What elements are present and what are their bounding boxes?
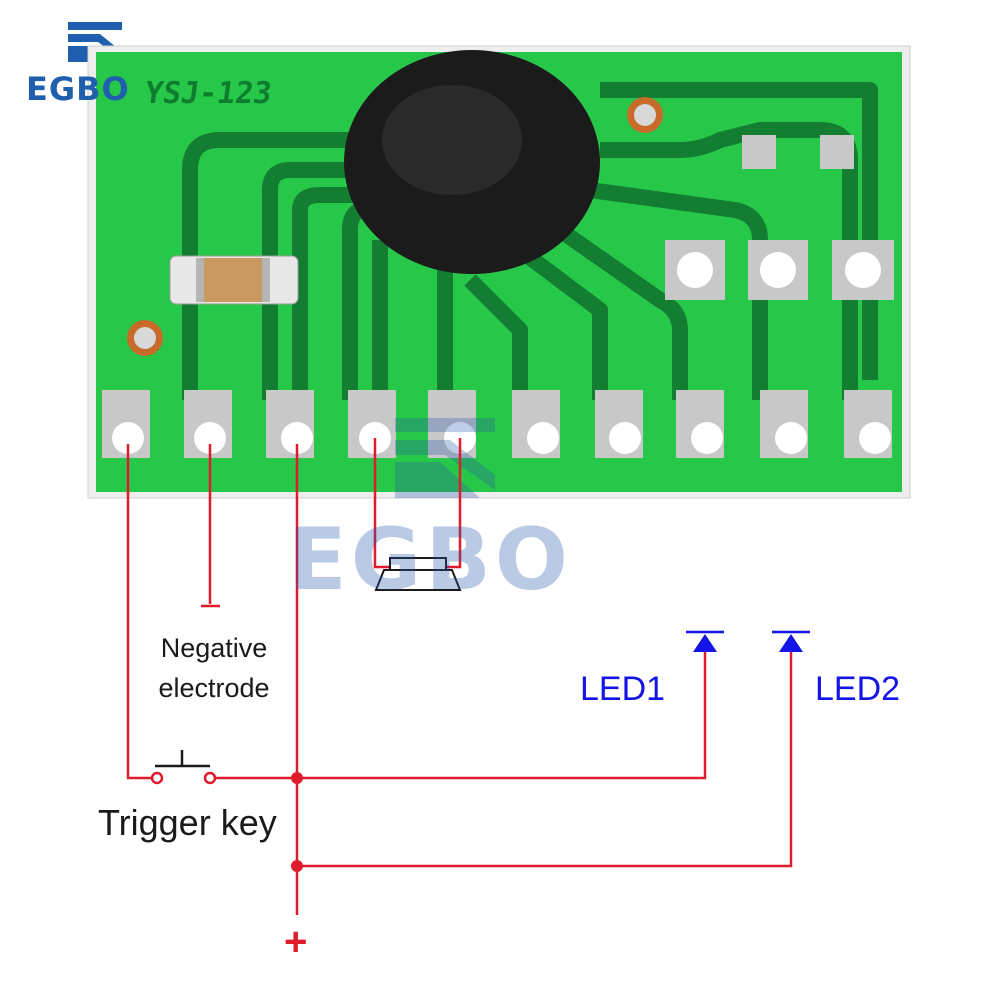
pcb-board xyxy=(87,45,911,499)
led1-label: LED1 xyxy=(580,670,666,708)
led2-label: LED2 xyxy=(815,670,901,708)
through-hole-pads xyxy=(127,97,894,356)
negative-electrode-label: Negative electrode xyxy=(150,628,278,708)
trigger-key-switch-icon xyxy=(150,750,217,785)
board-model-marking: YSJ-123 xyxy=(142,76,274,111)
led1-diode-icon xyxy=(686,630,724,652)
logo-text: EGBO xyxy=(26,70,130,108)
watermark-logo-text: EGBO xyxy=(288,510,572,610)
negative-label-line2: electrode xyxy=(158,673,270,703)
edge-pads xyxy=(102,390,892,458)
speaker-icon xyxy=(374,557,462,591)
junction-dot xyxy=(291,772,303,784)
trigger-key-label: Trigger key xyxy=(98,802,277,843)
positive-terminal-label: + xyxy=(284,920,308,964)
negative-label-line1: Negative xyxy=(160,633,268,663)
junction-dot xyxy=(291,860,303,872)
smd-capacitor xyxy=(169,255,299,305)
led2-diode-icon xyxy=(772,630,810,652)
wiring xyxy=(126,438,793,915)
